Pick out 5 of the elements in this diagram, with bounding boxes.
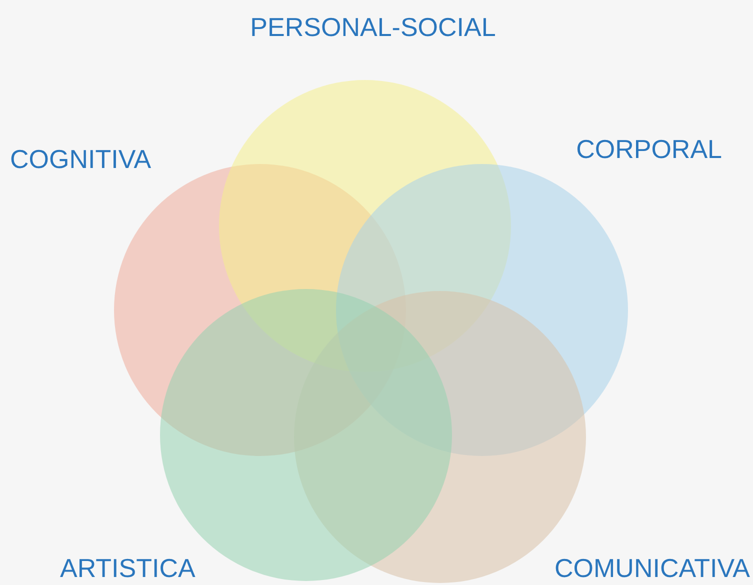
category-label: ARTISTICA [60,553,196,583]
category-label: PERSONAL-SOCIAL [250,12,496,42]
category-label: CORPORAL [576,134,722,164]
category-label: COMUNICATIVA [554,553,750,583]
category-label: COGNITIVA [10,144,152,174]
